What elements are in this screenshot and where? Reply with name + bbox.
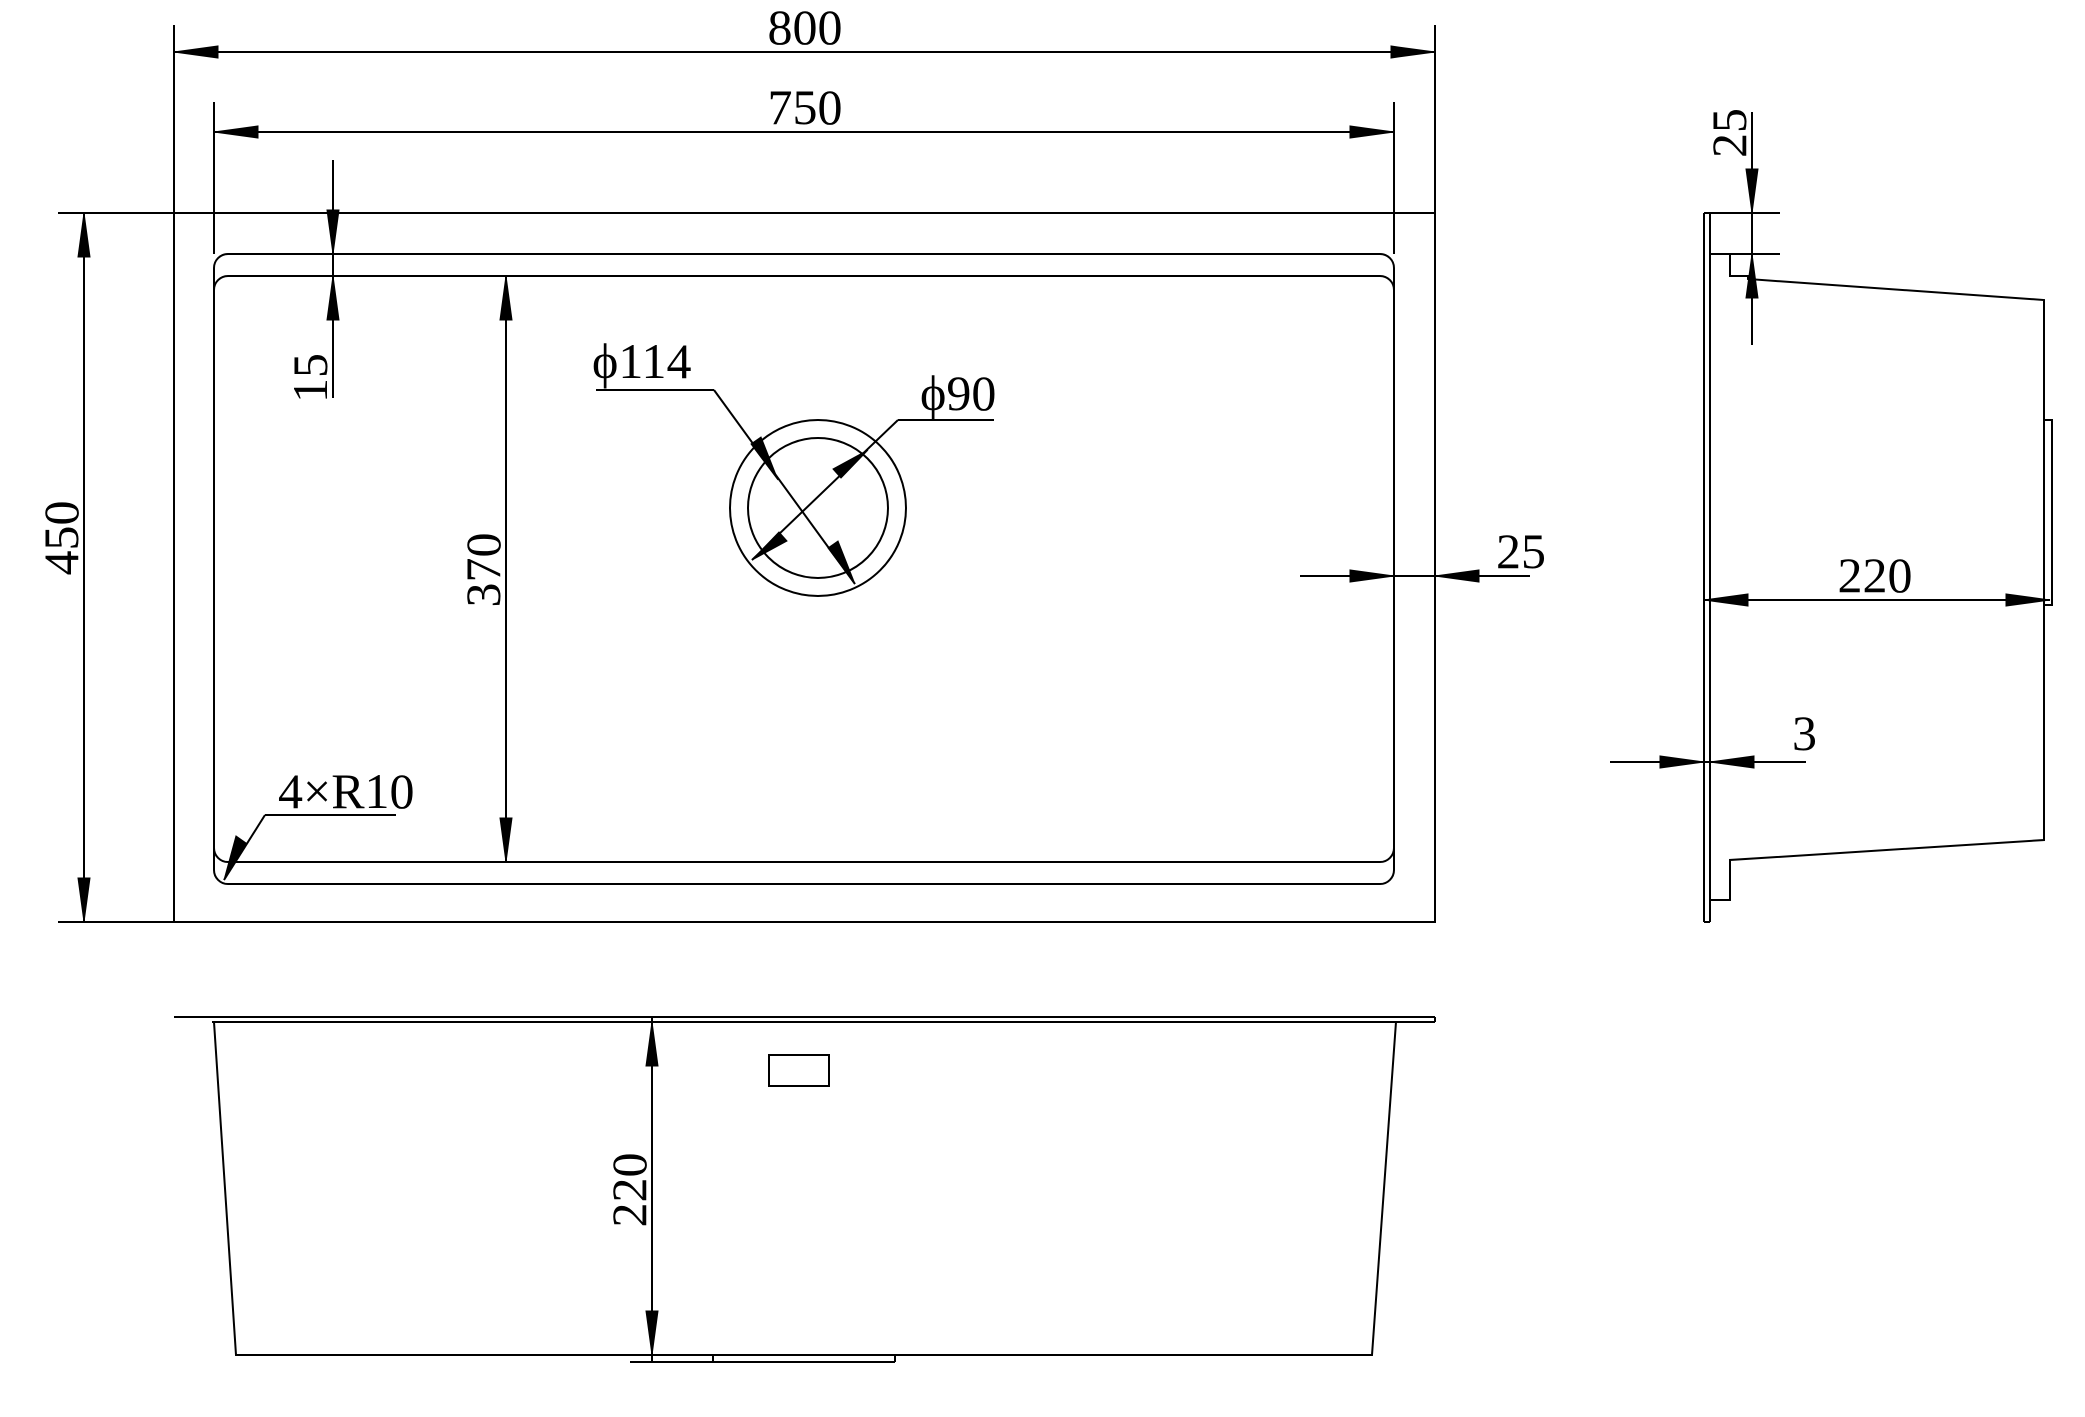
- dimension-750: 750: [213, 79, 1395, 254]
- dimension-side-25: 25: [1300, 523, 1546, 583]
- arrowhead: [326, 209, 340, 255]
- arrowhead: [645, 1310, 659, 1356]
- dimension-750-label: 750: [768, 79, 843, 135]
- dimension-15: 15: [282, 160, 340, 403]
- arrowhead: [1745, 168, 1759, 214]
- dimension-450: 450: [33, 212, 91, 923]
- side-overflow-tab: [2043, 419, 2053, 606]
- arrowhead: [1709, 755, 1755, 769]
- dimension-front-220: 220: [601, 1017, 659, 1362]
- arrowhead: [827, 540, 856, 585]
- bowl-inner-outline: [213, 275, 1395, 863]
- front-bowl-outline: [213, 1021, 1397, 1356]
- arrowhead: [499, 275, 513, 321]
- side-wall-label: 25: [1496, 523, 1546, 579]
- arrowhead: [750, 436, 779, 481]
- drain-inner-circle: [747, 437, 889, 579]
- drain-outer-circle: [729, 419, 907, 597]
- side-height-label: 220: [1838, 547, 1913, 603]
- arrowhead: [173, 45, 219, 59]
- drain-outer-label: ϕ114: [592, 333, 691, 389]
- arrowhead: [2005, 593, 2051, 607]
- dimension-370: 370: [455, 275, 513, 863]
- front-view: [174, 1016, 1436, 1363]
- arrowhead: [1434, 569, 1480, 583]
- dimension-450-label: 450: [33, 501, 89, 576]
- dimension-thickness-3: 3: [1610, 705, 1817, 769]
- thickness-label: 3: [1792, 705, 1817, 761]
- arrowhead: [77, 877, 91, 923]
- corner-radius-label: 4×R10: [278, 763, 415, 819]
- arrowhead: [645, 1021, 659, 1067]
- arrowhead: [326, 275, 340, 321]
- arrowhead: [1659, 755, 1705, 769]
- arrowhead: [1349, 125, 1395, 139]
- dimension-800-label: 800: [768, 0, 843, 55]
- drain-inner-label: ϕ90: [920, 365, 996, 421]
- dimension-side-220: 220: [1703, 547, 2051, 607]
- dimension-800: 800: [173, 0, 1436, 213]
- dimension-370-label: 370: [455, 533, 511, 608]
- dimension-15-label: 15: [282, 353, 338, 403]
- side-bowl-outline: [1710, 253, 2045, 901]
- arrowhead: [1703, 593, 1749, 607]
- side-flange-label: 25: [1701, 108, 1757, 158]
- arrowhead: [751, 531, 788, 561]
- arrowhead: [1349, 569, 1395, 583]
- arrowhead: [499, 817, 513, 863]
- overflow-slot: [768, 1054, 830, 1087]
- arrowhead: [1745, 253, 1759, 299]
- top-view: [58, 212, 1436, 923]
- side-view: [1703, 212, 2053, 923]
- arrowhead: [223, 835, 247, 881]
- dimension-drain-90: ϕ90: [751, 365, 996, 561]
- arrowhead: [213, 125, 259, 139]
- dimension-drain-114: ϕ114: [592, 333, 856, 585]
- dimension-corner-radius: 4×R10: [223, 763, 415, 881]
- dimension-side-top-25: 25: [1701, 108, 1780, 345]
- front-height-label: 220: [601, 1153, 657, 1228]
- arrowhead: [832, 449, 869, 479]
- arrowhead: [1390, 45, 1436, 59]
- arrowhead: [77, 212, 91, 258]
